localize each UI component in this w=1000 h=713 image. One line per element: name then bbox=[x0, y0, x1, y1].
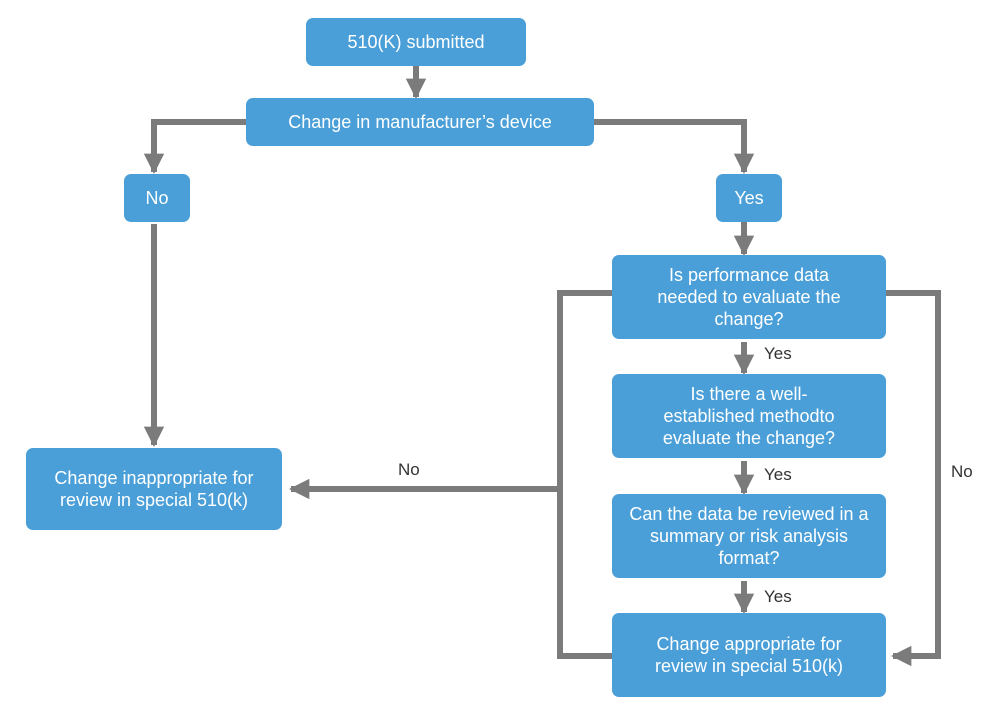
edge-label-no-left: No bbox=[398, 460, 420, 479]
node-label: Change inappropriate for review in speci… bbox=[54, 468, 254, 510]
edge-label-yes-2: Yes bbox=[764, 465, 792, 484]
node-label: 510(K) submitted bbox=[347, 32, 485, 52]
node-label: Yes bbox=[734, 188, 764, 208]
node-change-inappropriate: Change inappropriate for review in speci… bbox=[26, 448, 282, 530]
arrow-change-to-yes bbox=[594, 119, 755, 175]
node-label: Change appropriate for review in special… bbox=[654, 634, 844, 676]
node-label: Is performance data needed to evaluate t… bbox=[657, 265, 841, 329]
node-label: Is there a well-established methodto eva… bbox=[662, 384, 836, 448]
edge-label-yes-1: Yes bbox=[764, 344, 792, 363]
arrow-right-no-loop bbox=[886, 290, 941, 667]
node-well-established-method: Is there a well-established methodto eva… bbox=[612, 374, 886, 458]
node-yes: Yes bbox=[716, 174, 782, 222]
node-performance-data-needed: Is performance data needed to evaluate t… bbox=[612, 255, 886, 339]
node-label: Change in manufacturer’s device bbox=[288, 112, 552, 132]
node-data-reviewed-summary: Can the data be reviewed in a summary or… bbox=[612, 494, 886, 578]
node-no: No bbox=[124, 174, 190, 222]
edge-label-no-right: No bbox=[951, 462, 973, 481]
arrow-change-to-no bbox=[143, 119, 246, 175]
node-change-appropriate: Change appropriate for review in special… bbox=[612, 613, 886, 697]
node-change-in-device: Change in manufacturer’s device bbox=[246, 98, 594, 146]
edge-label-yes-3: Yes bbox=[764, 587, 792, 606]
node-510k-submitted: 510(K) submitted bbox=[306, 18, 526, 66]
node-label: Can the data be reviewed in a summary or… bbox=[629, 504, 869, 568]
loop-left bbox=[557, 290, 612, 659]
node-label: No bbox=[145, 188, 169, 208]
